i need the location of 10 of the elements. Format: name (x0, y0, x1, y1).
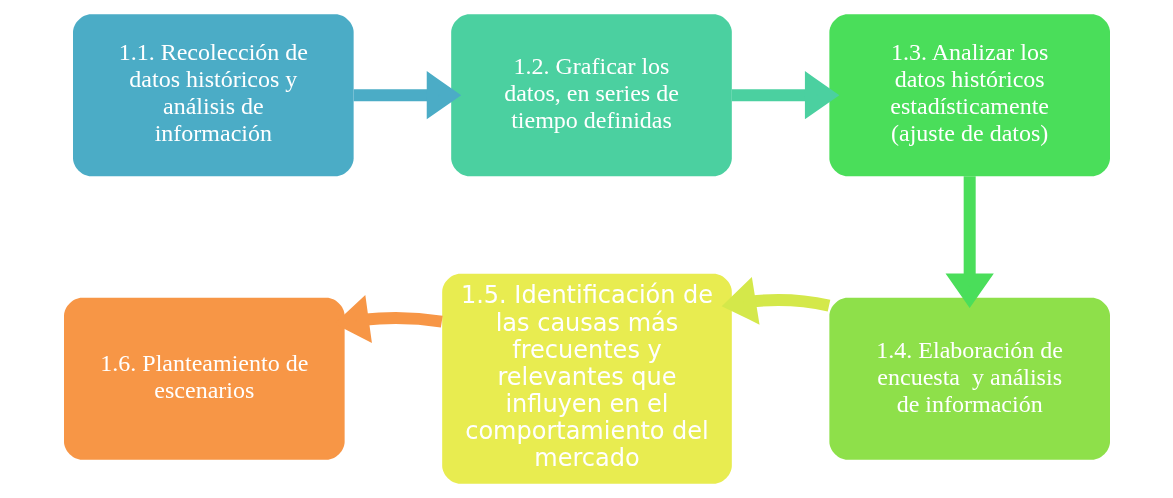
node-box: 1.1. Recolección de datos históricos y análisis de información (72, 14, 354, 177)
arrow (945, 176, 994, 308)
node-box: 1.6. Planteamiento de escenarios (63, 297, 345, 460)
arrow (731, 71, 839, 120)
node-box: 1.4. Elaboración de encuesta y análisis de información (828, 297, 1110, 460)
node-box: 1.3. Analizar los datos históricos estadísticamente (ajuste de datos) (828, 14, 1110, 177)
node-box: 1.2. Graficar los datos, en series de tiempo definidas (450, 14, 732, 177)
arrow (353, 71, 461, 120)
node-box: 1.5. Identificación de las causas más frecuentes y relevantes que influyen en el comportamiento del mercado (441, 273, 732, 484)
arrow (721, 277, 830, 325)
